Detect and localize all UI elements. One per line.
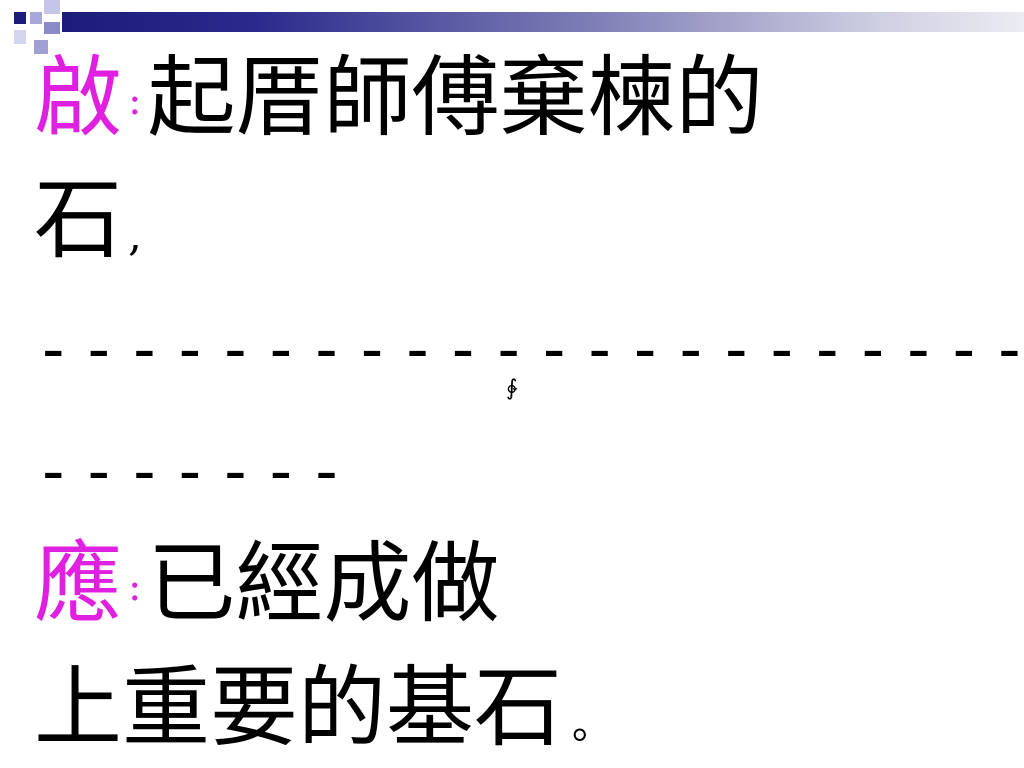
corner-square-pale — [34, 40, 48, 54]
dash-separator-2: ------- — [34, 435, 353, 509]
answer-text: 已經成做 — [147, 532, 500, 635]
dash-separator-1: ---------------------- — [34, 313, 1024, 387]
question-text: 起厝師傅棄楝的 — [147, 46, 764, 149]
question-text-2: 石 — [34, 168, 123, 271]
answer-label: 應 — [34, 532, 123, 635]
corner-square-dark — [14, 12, 26, 24]
separator-mark: ∲ — [506, 376, 518, 401]
header-gradient-bar — [62, 12, 1024, 32]
answer-line: 應:已經成做 — [34, 540, 500, 628]
answer-period: 。 — [572, 702, 613, 748]
answer-text-2: 上重要的基石 — [34, 656, 563, 759]
question-colon: : — [128, 78, 142, 124]
question-label: 啟 — [34, 46, 123, 149]
corner-square-mid — [44, 0, 60, 14]
corner-square-pale — [14, 30, 26, 44]
answer-line-2: 上重要的基石。 — [34, 664, 612, 752]
question-line: 啟:起厝師傅棄楝的 — [34, 54, 764, 142]
answer-colon: : — [128, 564, 142, 610]
question-comma: , — [128, 210, 143, 261]
corner-square-mid — [44, 22, 60, 34]
question-line-2: 石, — [34, 176, 142, 264]
corner-square-light — [30, 12, 42, 24]
